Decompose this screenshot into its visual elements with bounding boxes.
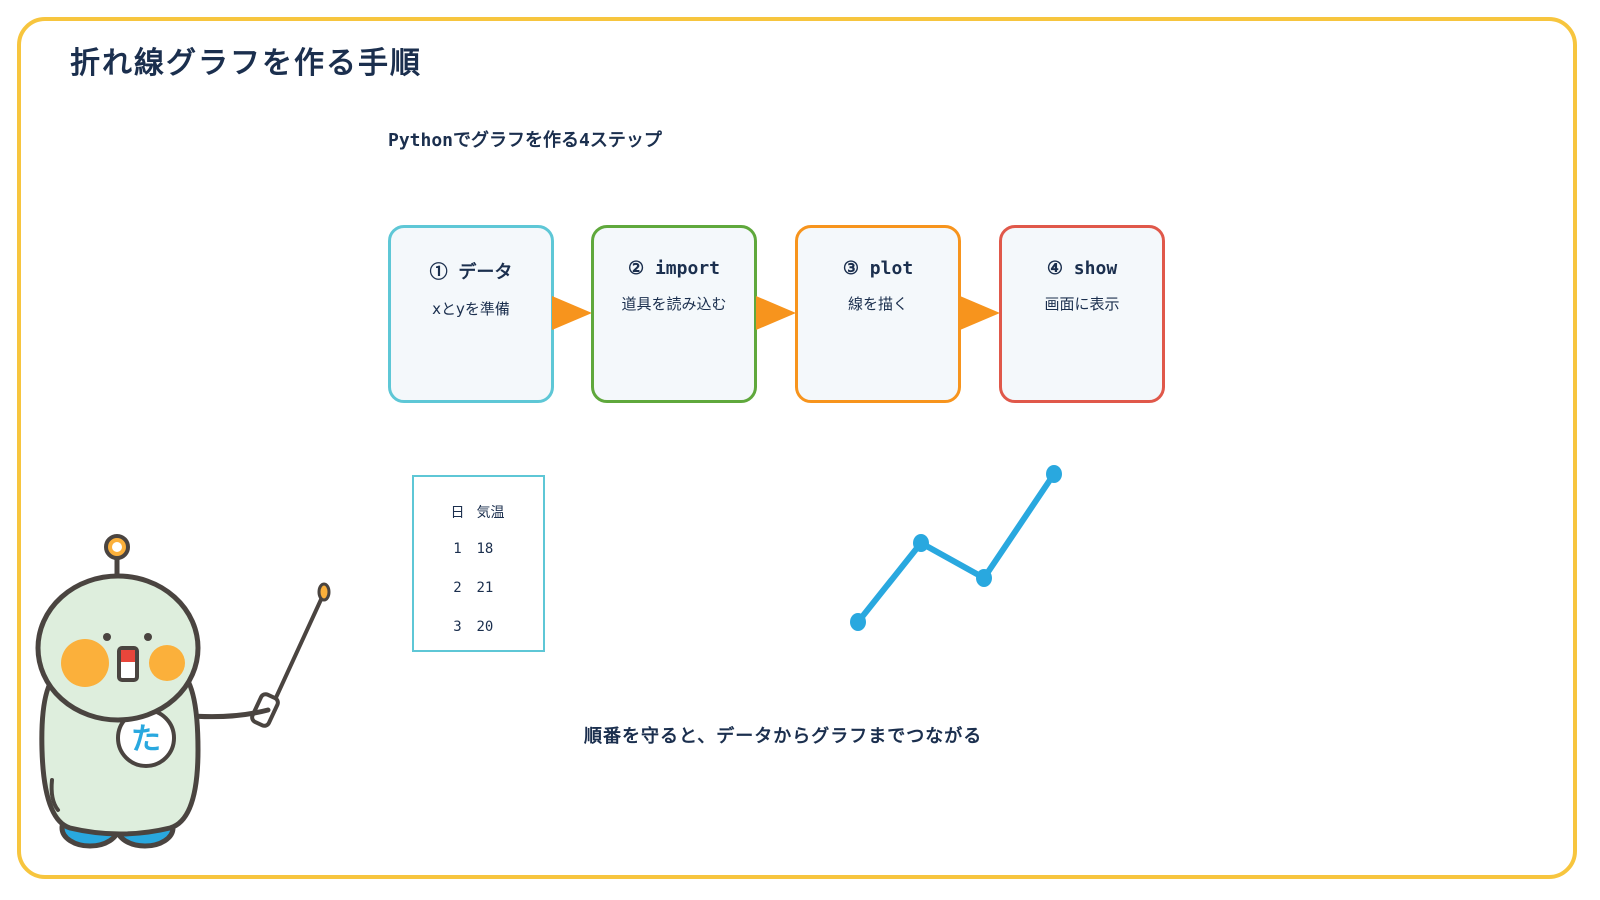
chart-line	[855, 471, 1057, 625]
step-box-plot: ③ plot 線を描く	[795, 225, 961, 403]
table-header-cell: 気温	[476, 505, 505, 521]
flow-arrow-icon	[960, 296, 1000, 330]
table-row: 1 18	[414, 541, 543, 557]
robot-left-arm	[49, 778, 60, 812]
chart-point	[850, 613, 866, 631]
step-title: ④ show	[1046, 258, 1118, 279]
step-box-data: ① データ xとyを準備	[388, 225, 554, 403]
table-cell: 18	[476, 541, 494, 557]
chart-point	[1046, 465, 1062, 483]
robot-cheek	[149, 645, 185, 681]
step-title: ③ plot	[842, 258, 914, 279]
table-cell: 2	[453, 580, 462, 596]
step-box-show: ④ show 画面に表示	[999, 225, 1165, 403]
data-table: 日 気温 1 18 2 21 3 20	[412, 475, 545, 652]
diagram-subtitle: Pythonでグラフを作る4ステップ	[388, 130, 662, 151]
table-cell: 3	[453, 619, 462, 635]
robot-emblem-text: た	[131, 722, 161, 757]
robot-mascot: た	[35, 534, 331, 849]
step-title: ② import	[628, 258, 720, 279]
step-title: ① データ	[429, 262, 513, 283]
table-cell: 21	[476, 580, 494, 596]
step-box-import: ② import 道具を読み込む	[591, 225, 757, 403]
slide-frame	[17, 17, 1577, 879]
flow-arrow-icon	[552, 296, 592, 330]
table-row: 2 21	[414, 580, 543, 596]
robot-cheek	[61, 639, 109, 687]
step-description: 線を描く	[847, 295, 908, 313]
table-header-cell: 日	[450, 505, 465, 521]
page-title: 折れ線グラフを作る手順	[70, 46, 422, 81]
pointer-stick-icon	[250, 582, 331, 728]
robot-antenna-icon	[104, 534, 130, 580]
table-row: 3 20	[414, 619, 543, 635]
robot-eye	[103, 633, 111, 641]
chart-point	[976, 569, 992, 587]
flow-arrow-icon	[756, 296, 796, 330]
table-cell: 20	[476, 619, 494, 635]
step-description: xとyを準備	[432, 300, 510, 318]
step-description: 道具を読み込む	[621, 295, 727, 313]
robot-emblem-icon: た	[116, 708, 176, 768]
robot-eye	[144, 633, 152, 641]
step-description: 画面に表示	[1044, 295, 1120, 313]
line-chart-illustration	[850, 465, 1062, 631]
footer-caption: 順番を守ると、データからグラフまでつながる	[584, 726, 983, 747]
chart-point	[913, 534, 929, 552]
table-header-row: 日 気温	[414, 502, 543, 522]
table-cell: 1	[453, 541, 462, 557]
